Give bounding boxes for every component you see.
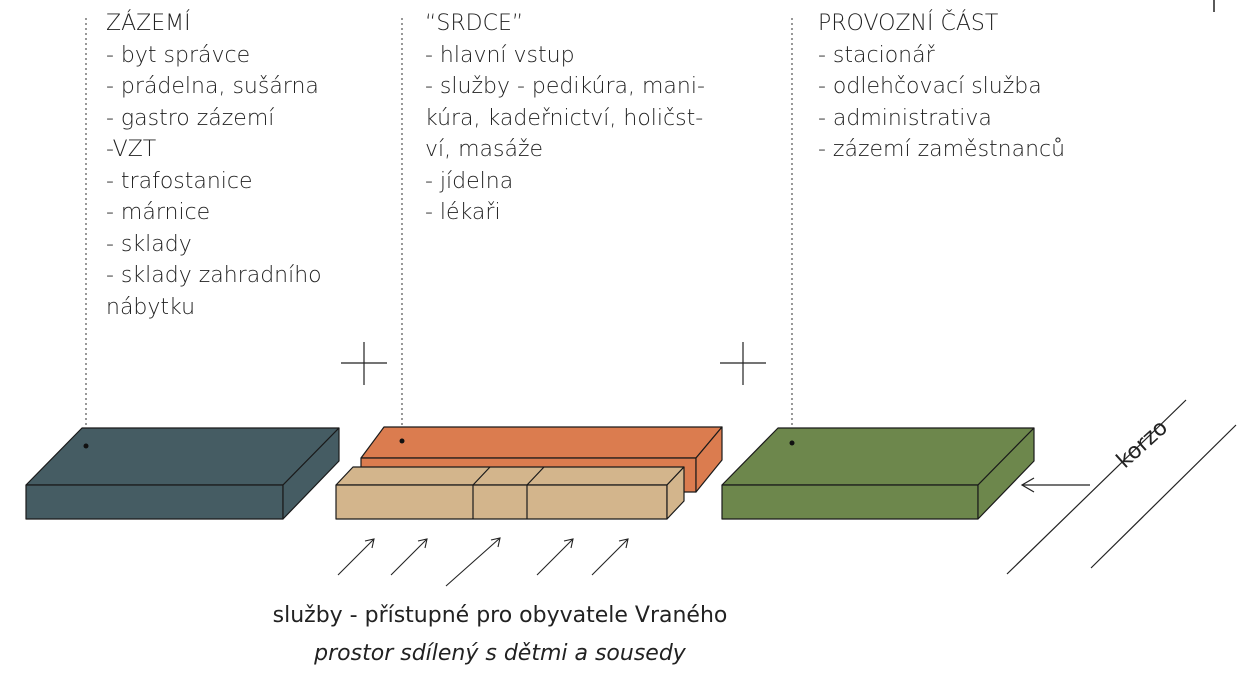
access-arrow-4 xyxy=(536,538,574,576)
zazemi-item: - sklady xyxy=(106,231,192,257)
caption-services: služby - přístupné pro obyvatele Vraného xyxy=(272,603,728,628)
services-block-front xyxy=(335,484,668,520)
caption-shared-space: prostor sdílený s dětmi a sousedy xyxy=(314,641,686,666)
plus-sign-right xyxy=(720,342,766,385)
access-arrow-2 xyxy=(390,538,428,576)
srdce-item: - jídelna xyxy=(425,168,514,194)
provoz-item: - administrativa xyxy=(818,105,992,131)
zazemi-marker-dot xyxy=(83,443,89,449)
access-arrow-3 xyxy=(445,537,501,587)
korzo-arrow xyxy=(1020,477,1090,493)
zazemi-item: - márnice xyxy=(106,200,211,225)
access-arrow-1 xyxy=(337,538,375,576)
provoz-text-block: PROVOZNÍ ČÁST - stacionář - odlehčovací … xyxy=(818,8,1065,166)
provoz-marker-dot xyxy=(789,440,795,446)
zazemi-item: - byt správce xyxy=(106,42,251,68)
provoz-item: - odlehčovací služba xyxy=(818,74,1042,99)
plus-sign-left xyxy=(341,342,387,385)
zazemi-title: ZÁZEMÍ xyxy=(106,11,191,36)
services-divider-1-top xyxy=(472,466,491,486)
zazemi-text-block: ZÁZEMÍ - byt správce - prádelna, sušárna… xyxy=(106,8,322,323)
zazemi-block xyxy=(25,427,340,520)
zazemi-item: - gastro zázemí xyxy=(106,105,275,131)
srdce-block-top xyxy=(360,426,723,459)
zazemi-item: nábytku xyxy=(106,294,196,320)
zazemi-item: -VZT xyxy=(106,137,157,162)
services-divider-2-top xyxy=(526,466,545,486)
provoz-block-side xyxy=(977,427,1035,520)
provoz-title: PROVOZNÍ ČÁST xyxy=(818,11,999,36)
korzo-line-lower xyxy=(1090,424,1237,569)
srdce-item: - služby - pedikúra, mani- xyxy=(425,74,705,99)
provoz-item: - zázemí zaměstnanců xyxy=(818,137,1066,162)
srdce-item: - hlavní vstup xyxy=(425,42,575,68)
services-block-side xyxy=(666,466,685,520)
access-arrow-5 xyxy=(591,538,629,576)
korzo-line-upper xyxy=(1006,399,1187,575)
srdce-marker-dot xyxy=(399,438,405,444)
srdce-text-block: “SRDCE” - hlavní vstup - služby - pedikú… xyxy=(425,8,705,229)
zazemi-item: - prádelna, sušárna xyxy=(106,74,319,99)
zazemi-block-front xyxy=(25,484,284,520)
provoz-block xyxy=(721,427,1035,520)
srdce-block-side xyxy=(695,426,723,493)
services-block xyxy=(335,466,685,520)
srdce-item: ví, masáže xyxy=(425,137,544,162)
srdce-title: “SRDCE” xyxy=(425,11,524,36)
services-block-top xyxy=(335,466,685,486)
zazemi-item: - sklady zahradního xyxy=(106,263,322,288)
srdce-item: - lékaři xyxy=(425,200,501,225)
srdce-item: kúra, kadeřnictví, holičst- xyxy=(425,105,704,131)
zazemi-block-side xyxy=(282,427,340,520)
provoz-block-front xyxy=(721,484,979,520)
zazemi-item: - trafostanice xyxy=(106,168,253,194)
provoz-item: - stacionář xyxy=(818,42,935,68)
